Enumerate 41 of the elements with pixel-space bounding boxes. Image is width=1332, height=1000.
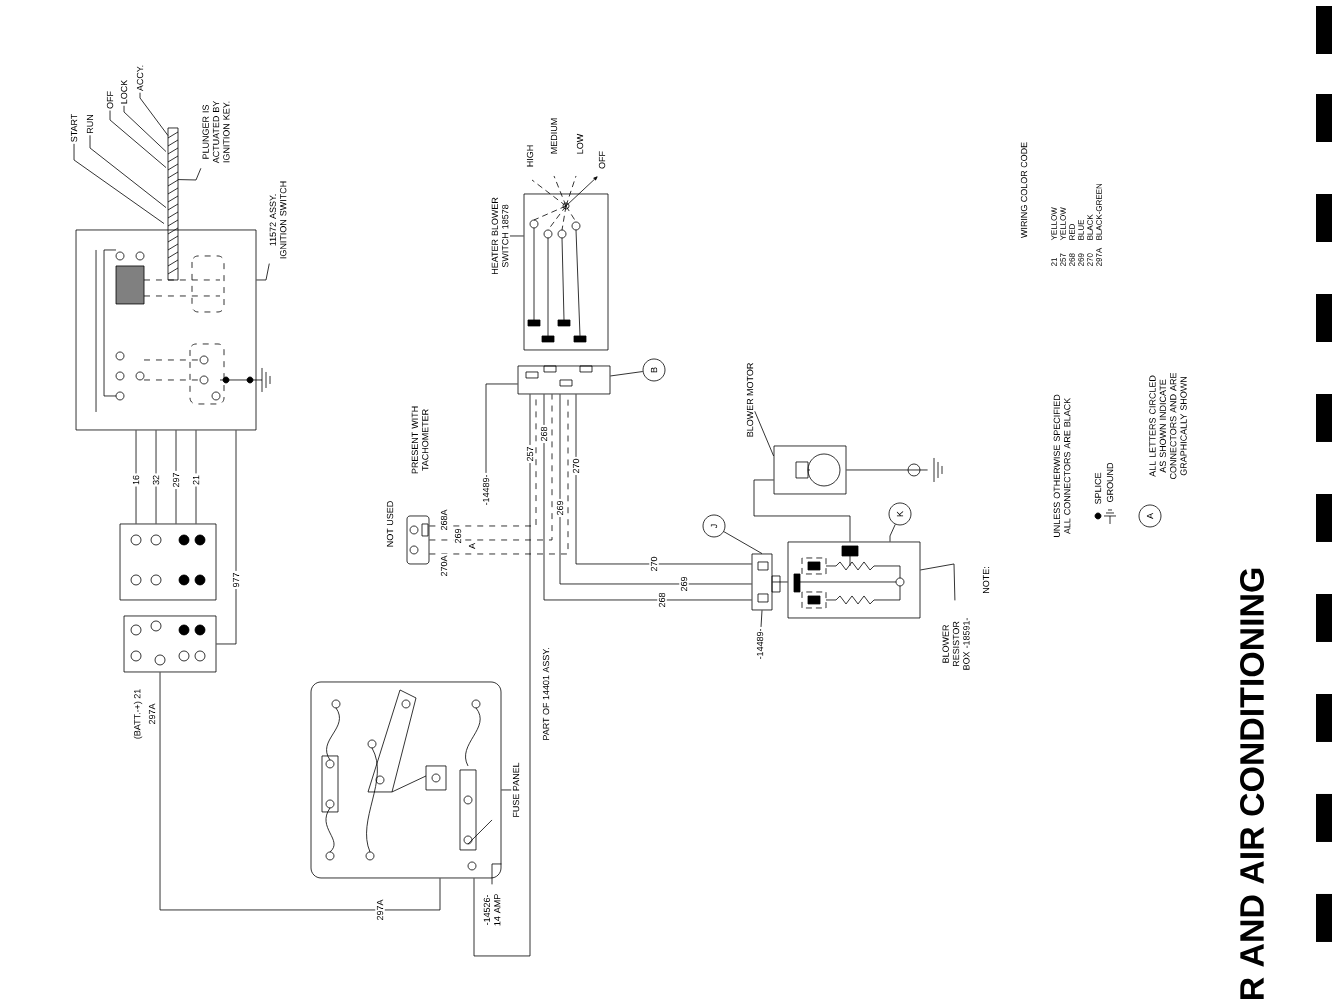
leader-line [509,235,524,237]
wire [159,671,441,911]
wire [575,393,752,565]
leader-line [920,563,956,601]
wire [155,430,157,524]
wire [473,393,531,957]
leader-line [256,263,270,281]
resistor-box-drawing [787,541,921,619]
connector [751,553,781,611]
ground-drawing [907,457,943,483]
connector [517,365,611,395]
leader-line [501,789,512,791]
leader-line [485,383,518,474]
leader-line [760,609,763,628]
wire [429,393,537,527]
wire [175,430,177,524]
connector-block [123,615,217,673]
leader-line [139,92,169,136]
wire [753,479,851,542]
blower-switch-drawing [523,175,609,351]
wire [135,430,137,524]
leader-line [491,863,502,885]
wire [429,393,553,541]
wire [216,430,237,645]
leader-line [610,371,644,377]
page-title: R AND AIR CONDITIONING [1240,568,1264,1000]
leader-line [89,134,167,208]
leader-line [73,143,165,224]
leader-line [109,110,167,168]
connector [406,515,430,565]
wire [846,469,928,471]
leader-line [723,531,763,554]
blower-motor-drawing [773,445,847,495]
wire [772,581,788,583]
wire [195,430,197,524]
leader-line [889,523,896,542]
connector-block [119,523,217,601]
leader-line [754,410,774,457]
fuse-panel-drawing [310,681,502,879]
leader-line [177,167,202,181]
leader-line [123,105,167,152]
